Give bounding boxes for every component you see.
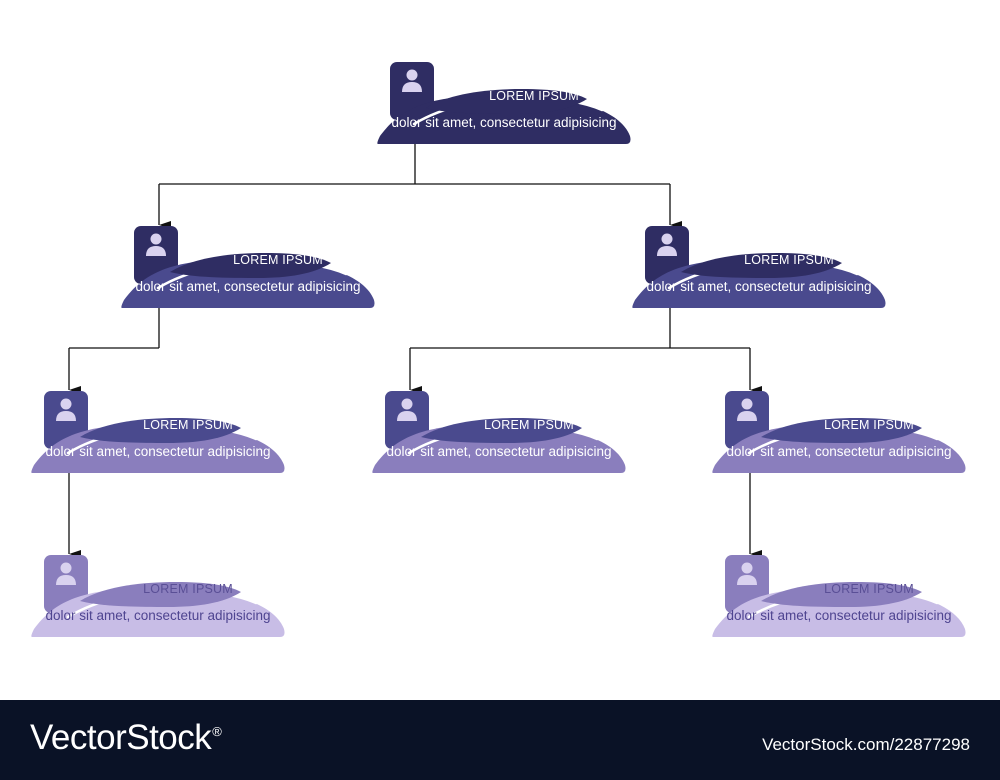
node-description: dolor sit amet, consectetur adipisicing — [726, 608, 952, 623]
person-icon — [146, 233, 166, 256]
node-title: LOREM IPSUM — [824, 418, 914, 432]
node-description: dolor sit amet, consectetur adipisicing — [135, 279, 361, 294]
node-shape — [121, 226, 375, 308]
org-node: LOREM IPSUM dolor sit amet, consectetur a… — [118, 222, 378, 312]
node-title: LOREM IPSUM — [484, 418, 574, 432]
node-title: LOREM IPSUM — [233, 253, 323, 267]
node-shape — [377, 62, 631, 144]
node-title: LOREM IPSUM — [824, 582, 914, 596]
org-node: LOREM IPSUM dolor sit amet, consectetur a… — [709, 551, 969, 641]
org-node: LOREM IPSUM dolor sit amet, consectetur a… — [28, 551, 288, 641]
person-icon — [56, 562, 76, 585]
node-title: LOREM IPSUM — [143, 582, 233, 596]
node-shape — [31, 391, 285, 473]
org-node: LOREM IPSUM dolor sit amet, consectetur a… — [629, 222, 889, 312]
node-title: LOREM IPSUM — [744, 253, 834, 267]
node-shape — [712, 391, 966, 473]
node-shape — [712, 555, 966, 637]
connector-layer — [68, 144, 762, 558]
node-description: dolor sit amet, consectetur adipisicing — [45, 444, 271, 459]
org-node: LOREM IPSUM dolor sit amet, consectetur a… — [374, 58, 634, 148]
person-icon — [737, 398, 757, 421]
node-description: dolor sit amet, consectetur adipisicing — [646, 279, 872, 294]
brand-name: VectorStock — [30, 718, 212, 757]
org-node: LOREM IPSUM dolor sit amet, consectetur a… — [709, 387, 969, 477]
node-shape — [31, 555, 285, 637]
org-node: LOREM IPSUM dolor sit amet, consectetur a… — [369, 387, 629, 477]
node-description: dolor sit amet, consectetur adipisicing — [726, 444, 952, 459]
node-description: dolor sit amet, consectetur adipisicing — [45, 608, 271, 623]
org-chart: LOREM IPSUM dolor sit amet, consectetur a… — [28, 58, 969, 641]
node-title: LOREM IPSUM — [143, 418, 233, 432]
node-shape — [372, 391, 626, 473]
watermark-footer: VectorStock® VectorStock.com/22877298 — [0, 700, 1000, 780]
person-icon — [56, 398, 76, 421]
org-node: LOREM IPSUM dolor sit amet, consectetur a… — [28, 387, 288, 477]
person-icon — [737, 562, 757, 585]
image-url-text: VectorStock.com/22877298 — [762, 735, 970, 754]
node-shape — [632, 226, 886, 308]
node-description: dolor sit amet, consectetur adipisicing — [391, 115, 617, 130]
node-title: LOREM IPSUM — [489, 89, 579, 103]
person-icon — [397, 398, 417, 421]
registered-mark: ® — [212, 724, 222, 740]
brand-logo: VectorStock® — [30, 718, 222, 758]
person-icon — [402, 69, 422, 92]
node-description: dolor sit amet, consectetur adipisicing — [386, 444, 612, 459]
person-icon — [657, 233, 677, 256]
